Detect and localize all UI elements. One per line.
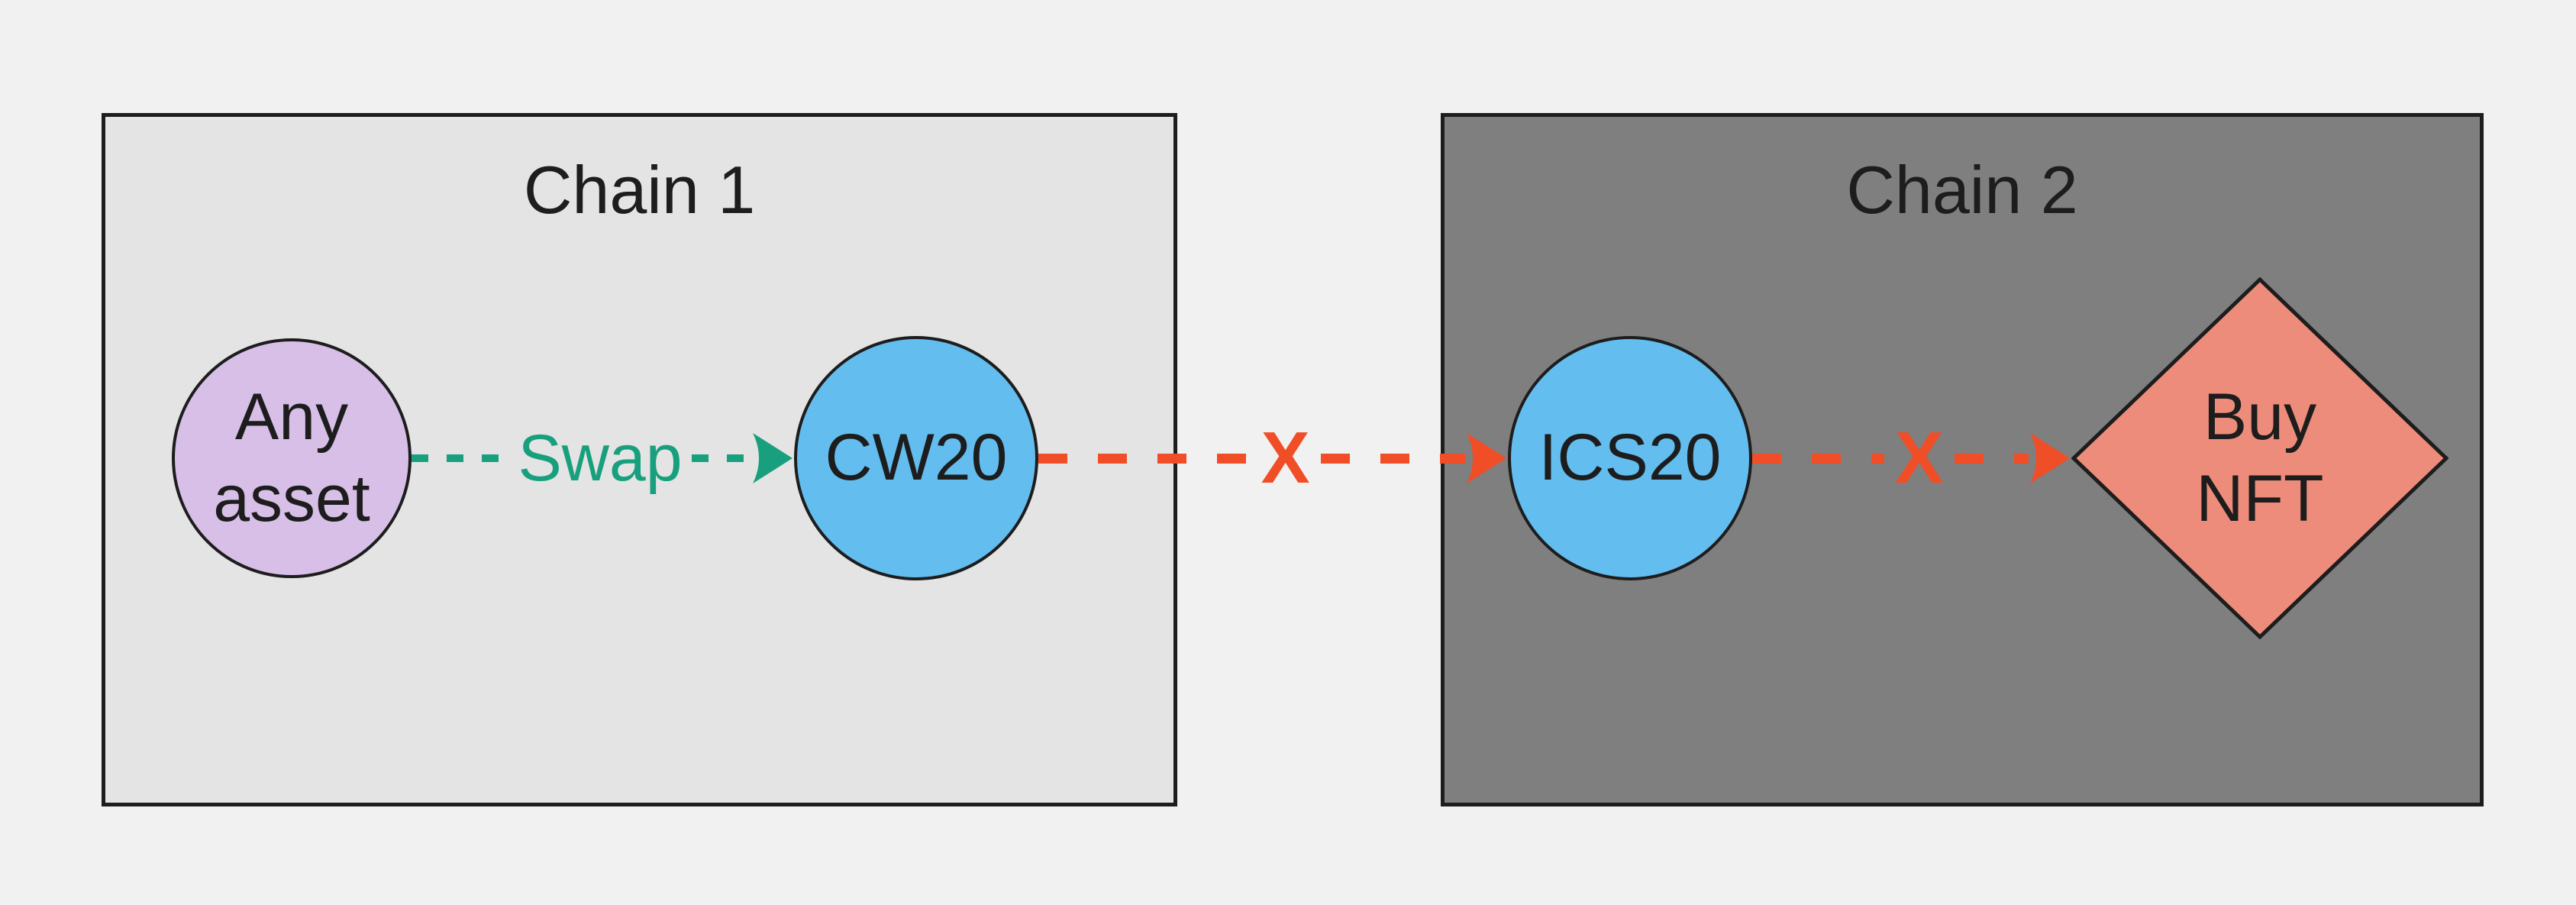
chain1-title: Chain 1 <box>523 152 756 228</box>
cw20-node: CW20 <box>794 336 1038 580</box>
ics20-nft-dash-right <box>1954 453 2029 464</box>
buy-nft-diamond-shape <box>2071 277 2448 639</box>
ics20-node: ICS20 <box>1508 336 1752 580</box>
cw20-ics20-arrowhead-icon <box>1467 433 1506 483</box>
ics20-nft-arrowhead-icon <box>2030 433 2070 483</box>
chain2-title: Chain 2 <box>1846 152 2078 228</box>
ics20-label: ICS20 <box>1538 421 1722 495</box>
ics20-to-buy-nft-arrow: X <box>1752 412 2071 504</box>
swap-dash-right <box>691 454 751 462</box>
cw20-label: CW20 <box>825 421 1008 495</box>
any-asset-label: Any asset <box>213 377 370 541</box>
cw20-ics20-blocked-x-mark: X <box>1261 417 1310 499</box>
buy-nft-diamond <box>2071 277 2448 639</box>
swap-label: Swap <box>518 422 683 495</box>
any-asset-label-line1: Any <box>234 380 349 454</box>
any-asset-label-line2: asset <box>213 462 370 535</box>
ics20-nft-arrowhead-shape <box>2030 433 2070 483</box>
any-asset-node: Any asset <box>172 338 412 578</box>
swap-dash-left <box>412 454 509 462</box>
ics20-nft-dash-left <box>1752 453 1884 464</box>
cw20-ics20-dash-right <box>1320 453 1465 464</box>
cw20-to-ics20-arrow: X <box>1038 412 1508 504</box>
swap-arrowhead-icon <box>753 433 792 483</box>
swap-arrow: Swap <box>412 412 794 504</box>
ics20-nft-blocked-x-mark: X <box>1894 417 1944 499</box>
cw20-ics20-arrowhead-shape <box>1467 433 1506 483</box>
cw20-ics20-dash-left <box>1038 453 1251 464</box>
swap-arrowhead-shape <box>753 433 792 483</box>
